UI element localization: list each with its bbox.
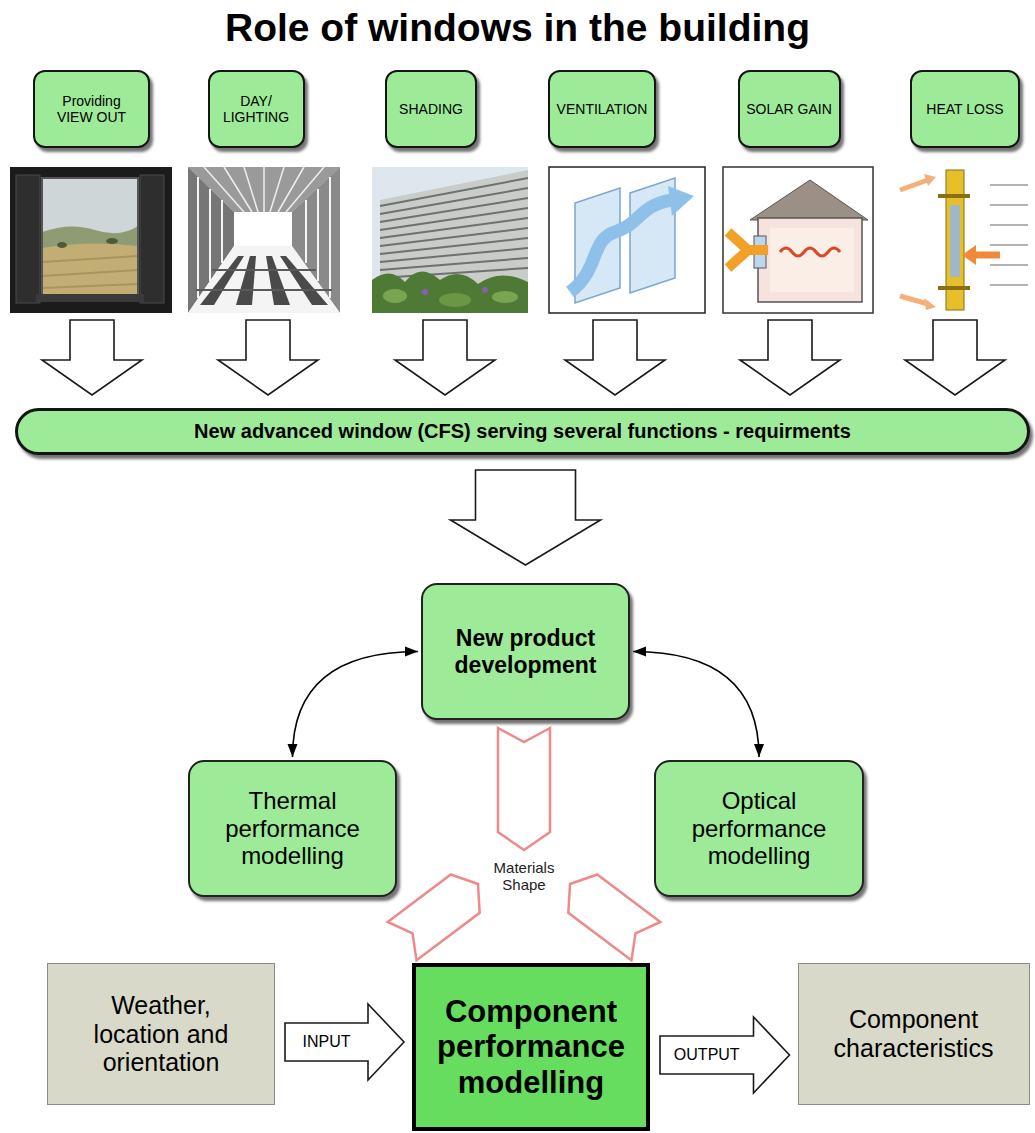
arrowhead bbox=[288, 744, 298, 757]
block-arrow-shape bbox=[451, 470, 601, 565]
node-text: HEAT LOSS bbox=[926, 101, 1003, 117]
curved-arrow bbox=[288, 647, 419, 758]
function-box: VENTILATION bbox=[548, 70, 656, 148]
title: Role of windows in the building bbox=[0, 4, 1035, 52]
edge-label: INPUT bbox=[301, 1033, 353, 1051]
shading-photo bbox=[372, 167, 528, 313]
arrowhead bbox=[754, 744, 764, 757]
pink-arrow bbox=[388, 728, 661, 960]
node-text: New advanced window (CFS) serving severa… bbox=[194, 420, 851, 443]
function-box: DAY/ LIGHTING bbox=[208, 70, 305, 148]
view-out-photo bbox=[10, 167, 172, 313]
node-text: SOLAR GAIN bbox=[746, 101, 832, 117]
block-arrow-shape bbox=[285, 1004, 404, 1080]
heat-loss-sketch bbox=[891, 167, 1031, 313]
node-text: Weather, location and orientation bbox=[79, 991, 244, 1077]
process-box: Thermal performance modelling bbox=[188, 760, 397, 897]
arrowhead bbox=[405, 647, 418, 657]
node-text: Thermal performance modelling bbox=[198, 787, 387, 870]
process-box: New product development bbox=[421, 583, 630, 720]
node-text: Providing VIEW OUT bbox=[46, 93, 138, 125]
node-text: Optical performance modelling bbox=[664, 787, 854, 870]
process-box: Optical performance modelling bbox=[654, 760, 864, 897]
node-text: VENTILATION bbox=[557, 101, 648, 117]
curve-line bbox=[633, 652, 759, 758]
node-text: New product development bbox=[431, 625, 620, 678]
curve-line bbox=[293, 652, 419, 758]
block-arrow bbox=[451, 470, 601, 565]
ventilation-sketch bbox=[549, 167, 705, 313]
daylighting-photo bbox=[188, 167, 340, 313]
block-arrow-shape bbox=[660, 1017, 790, 1093]
input-box: Weather, location and orientation bbox=[47, 963, 275, 1105]
output-box: Component characteristics bbox=[798, 963, 1030, 1105]
node-text: DAY/ LIGHTING bbox=[214, 93, 299, 125]
function-box: SOLAR GAIN bbox=[738, 70, 841, 148]
block-arrow bbox=[285, 1004, 404, 1080]
node-text: Component performance modelling bbox=[424, 994, 638, 1101]
requirements-band: New advanced window (CFS) serving severa… bbox=[15, 408, 1030, 455]
edge-label: OUTPUT bbox=[672, 1046, 742, 1064]
function-box: SHADING bbox=[385, 70, 477, 148]
arrowhead bbox=[633, 647, 646, 657]
node-text: SHADING bbox=[399, 101, 463, 117]
hollow-arrow bbox=[42, 320, 1005, 395]
function-box: HEAT LOSS bbox=[910, 70, 1020, 148]
node-text: Component characteristics bbox=[807, 1005, 1021, 1063]
curved-arrow bbox=[633, 647, 764, 758]
solar-gain-sketch bbox=[723, 167, 873, 313]
main-process-box: Component performance modelling bbox=[412, 963, 650, 1131]
annotation: Materials Shape bbox=[486, 859, 562, 894]
block-arrow bbox=[660, 1017, 790, 1093]
function-box: Providing VIEW OUT bbox=[33, 70, 150, 148]
